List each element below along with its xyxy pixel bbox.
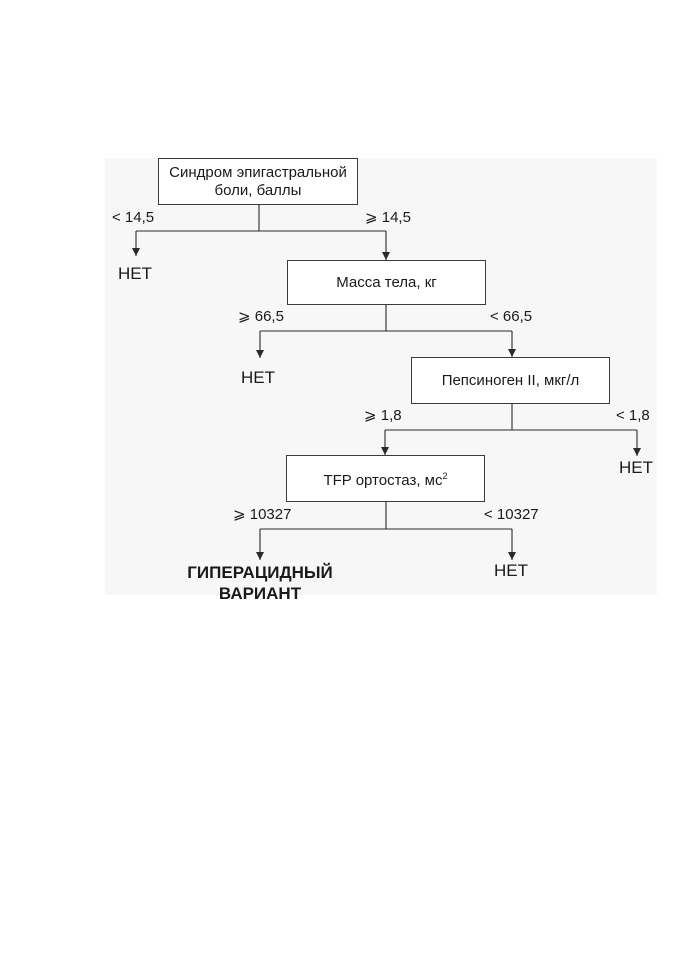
node-epigastric-pain-score-line1: Синдром эпигастральной — [169, 163, 347, 181]
outcome-hyperacid-variant: ГИПЕРАЦИДНЫЙ ВАРИАНТ — [170, 562, 350, 604]
node-epigastric-pain-score-line2: боли, баллы — [214, 181, 302, 199]
node-tfp-orthostasis-text: TFP ортостаз, мс — [323, 472, 443, 489]
edge-label-n4-left: ⩾ 10327 — [233, 506, 292, 523]
outcome-hyperacid-variant-line2: ВАРИАНТ — [218, 584, 302, 603]
edge-label-n3-right: < 1,8 — [616, 407, 650, 424]
node-tfp-orthostasis-label: TFP ортостаз, мс2 — [323, 467, 447, 490]
node-body-mass-label: Масса тела, кг — [336, 273, 437, 291]
outcome-hyperacid-variant-line1: ГИПЕРАЦИДНЫЙ — [187, 563, 333, 582]
edge-label-n2-right: < 66,5 — [490, 308, 533, 325]
node-pepsinogen-ii-label: Пепсиноген II, мкг/л — [441, 371, 580, 389]
node-body-mass: Масса тела, кг — [287, 260, 486, 305]
edge-label-n4-right: < 10327 — [484, 506, 539, 523]
node-tfp-orthostasis-superscript: 2 — [442, 471, 448, 481]
edge-label-n2-left: ⩾ 66,5 — [238, 308, 284, 325]
node-pepsinogen-ii: Пепсиноген II, мкг/л — [411, 357, 610, 404]
node-epigastric-pain-score: Синдром эпигастральной боли, баллы — [158, 158, 358, 205]
edge-label-n1-left: < 14,5 — [112, 209, 155, 226]
outcome-no-4: НЕТ — [494, 561, 528, 580]
outcome-no-3: НЕТ — [619, 458, 653, 477]
edge-label-n3-left: ⩾ 1,8 — [364, 407, 402, 424]
outcome-no-2: НЕТ — [241, 368, 275, 387]
node-tfp-orthostasis: TFP ортостаз, мс2 — [286, 455, 485, 502]
outcome-no-1: НЕТ — [118, 264, 152, 283]
edge-label-n1-right: ⩾ 14,5 — [365, 209, 411, 226]
